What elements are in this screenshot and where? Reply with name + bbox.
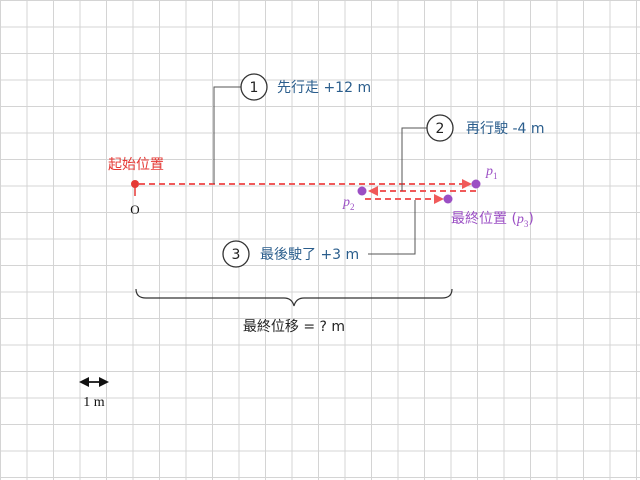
step-1-number: 1: [250, 80, 259, 96]
leader-step-2: [401, 127, 427, 191]
label-p2: p2: [342, 195, 355, 212]
step-2-badge: [426, 114, 454, 142]
final-displacement-label: 最終位移 = ? m: [243, 319, 345, 335]
displacement-brace: [135, 288, 453, 307]
origin-label: O: [130, 202, 139, 217]
step-3-number: 3: [232, 247, 241, 263]
label-p3-sub: 3: [524, 219, 529, 229]
label-p1-letter: p: [485, 164, 493, 179]
point-p1: [471, 179, 481, 189]
point-p3: [443, 194, 453, 204]
step-3-badge: [222, 240, 250, 268]
label-p3-suffix: ): [528, 211, 533, 227]
label-p1: p1: [485, 164, 498, 181]
point-p2: [357, 186, 367, 196]
scale-label: 1 m: [83, 395, 105, 410]
label-p3-prefix: 最終位置 (: [451, 211, 517, 227]
origin-point: [131, 180, 139, 188]
step-1-text: 先行走 +12 m: [277, 80, 371, 96]
step-2-text: 再行駛 -4 m: [466, 121, 545, 137]
step-1-badge: [240, 73, 268, 101]
leader-step-3: [368, 200, 416, 255]
label-p3-letter: p: [516, 212, 524, 227]
step-3-text: 最後駛了 +3 m: [260, 247, 359, 263]
label-p3: 最終位置 (p3): [451, 211, 534, 229]
start-position-label: 起始位置: [108, 157, 164, 173]
label-p2-letter: p: [342, 195, 350, 210]
leader-step-1: [213, 86, 241, 184]
step-2-number: 2: [436, 121, 445, 137]
label-p2-sub: 2: [350, 202, 355, 212]
label-p1-sub: 1: [493, 171, 498, 181]
